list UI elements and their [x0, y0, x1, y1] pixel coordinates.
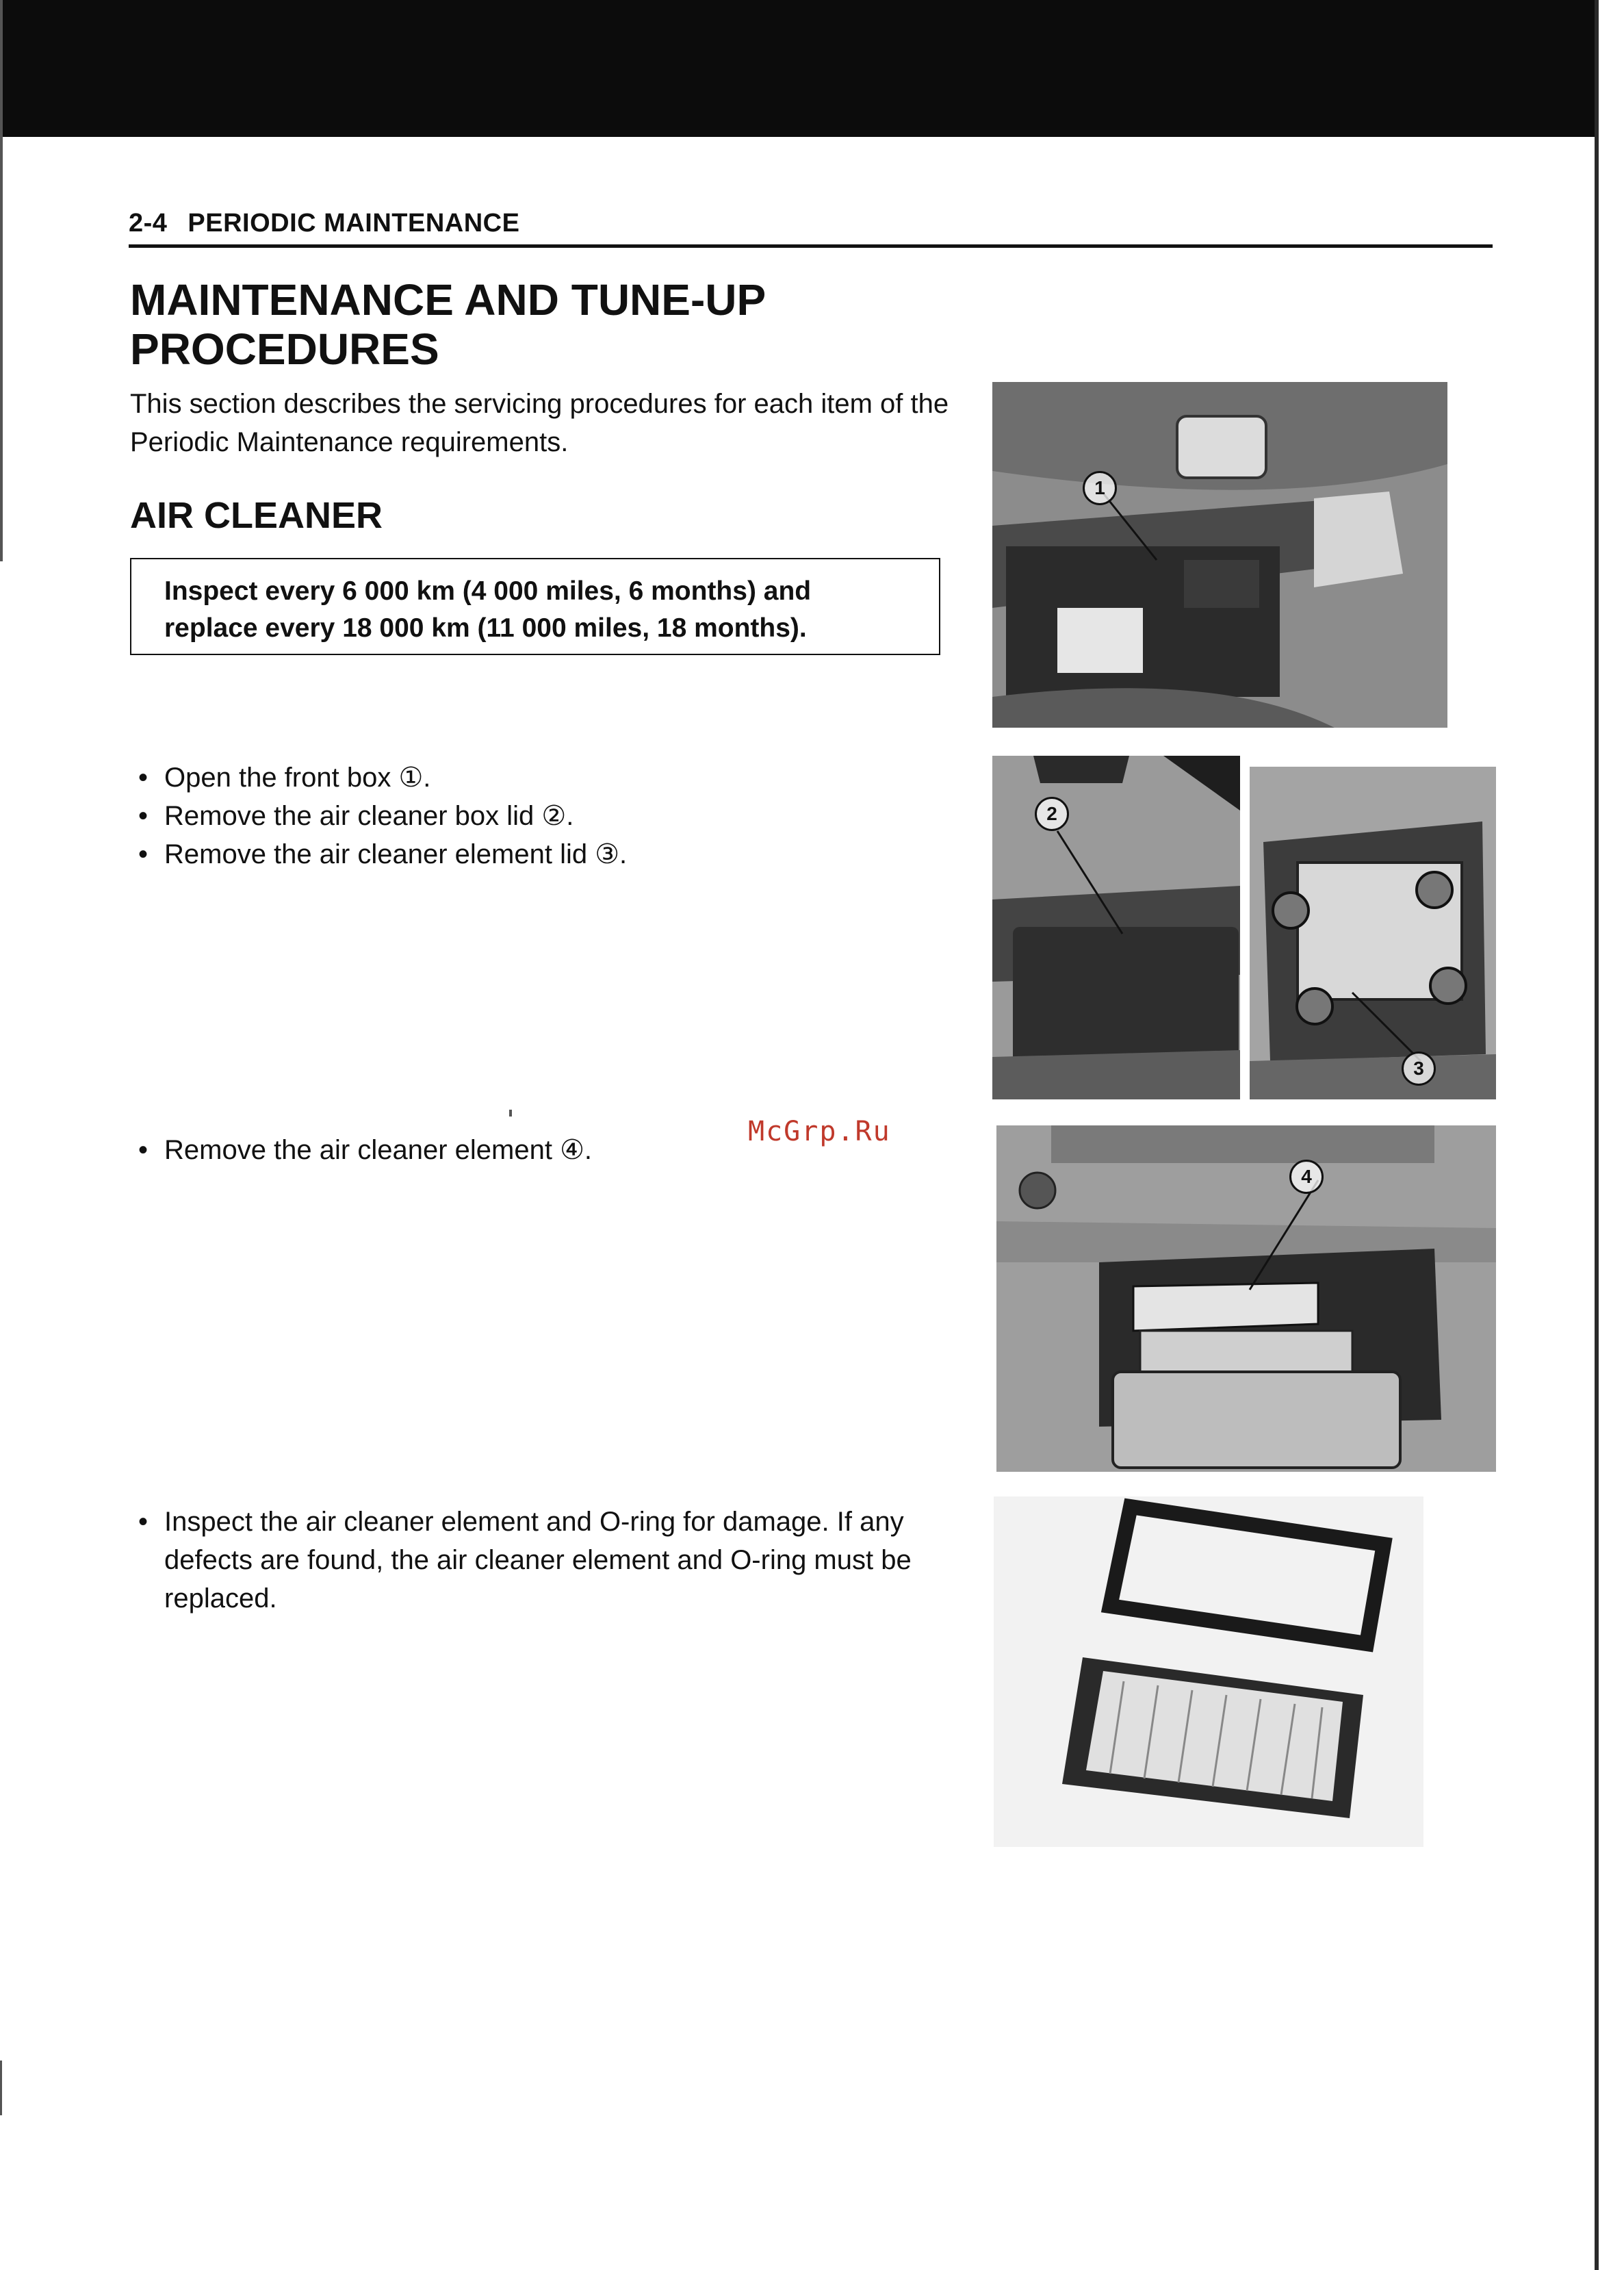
list-item: Remove the air cleaner element lid ③.	[137, 835, 958, 873]
steps-list-3: Inspect the air cleaner element and O-ri…	[137, 1503, 965, 1618]
photo-front-box: 1	[992, 382, 1447, 728]
intro-paragraph: This section describes the servicing pro…	[130, 389, 949, 457]
section-heading: AIR CLEANER	[130, 495, 383, 536]
scan-mark	[509, 1110, 512, 1117]
callout-4-icon: 4	[1289, 1160, 1324, 1194]
photo-remove-element: 4	[996, 1125, 1496, 1472]
running-header: 2-4 PERIODIC MAINTENANCE	[129, 209, 519, 238]
photo-element-lid: 3	[1250, 767, 1496, 1099]
section-name: PERIODIC MAINTENANCE	[188, 209, 520, 238]
callout-1-icon: 1	[1083, 471, 1117, 505]
maintenance-interval-note: Inspect every 6 000 km (4 000 miles, 6 m…	[130, 558, 940, 655]
list-item: Remove the air cleaner element ④.	[137, 1131, 958, 1169]
watermark: McGrp.Ru	[748, 1116, 891, 1147]
page-edge	[1595, 0, 1599, 2270]
photo-element-and-o-ring	[994, 1496, 1423, 1847]
page-title: MAINTENANCE AND TUNE-UP PROCEDURES	[130, 275, 765, 374]
scan-mark	[0, 0, 3, 561]
top-black-bar	[0, 0, 1595, 137]
header-rule	[129, 244, 1493, 248]
callout-3-icon: 3	[1402, 1051, 1436, 1086]
scan-mark	[0, 2061, 2, 2115]
callout-2-icon: 2	[1035, 797, 1069, 831]
list-item: Remove the air cleaner box lid ②.	[137, 797, 958, 835]
steps-list-2: Remove the air cleaner element ④.	[137, 1131, 958, 1169]
page-number: 2-4	[129, 209, 168, 238]
photo-air-cleaner-box-lid: 2	[992, 756, 1240, 1099]
list-item: Inspect the air cleaner element and O-ri…	[137, 1503, 965, 1618]
steps-list-1: Open the front box ①. Remove the air cle…	[137, 758, 958, 873]
list-item: Open the front box ①.	[137, 758, 958, 797]
